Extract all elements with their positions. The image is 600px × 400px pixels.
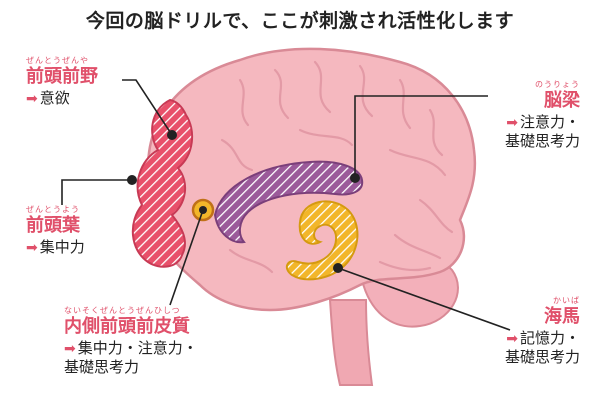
medial-function-1: 集中力・注意力・ <box>77 338 198 357</box>
frontal-name: 前頭葉 <box>26 215 80 236</box>
corpus-function-2: 基礎思考力 <box>504 132 580 150</box>
label-hippocampus: かいば 海馬 ➡記憶力・ 基礎思考力 <box>505 296 580 367</box>
medial-function-2: 基礎思考力 <box>64 358 140 376</box>
brain-stem <box>328 299 374 386</box>
label-medial: ないそくぜんとうぜんひしつ 内側前頭前皮質 ➡集中力・注意力・ 基礎思考力 <box>64 306 198 377</box>
arrow-icon: ➡ <box>506 330 518 347</box>
hippocampus-name: 海馬 <box>544 306 580 327</box>
corpus-callosum-region <box>213 160 364 244</box>
frontal-ruby: ぜんとうよう <box>26 205 80 214</box>
label-prefrontal: ぜんとうぜんや 前頭前野 ➡意欲 <box>26 56 98 108</box>
arrow-icon: ➡ <box>26 90 38 107</box>
corpus-ruby: のうりょう <box>535 80 580 89</box>
prefrontal-name: 前頭前野 <box>26 66 98 87</box>
prefrontal-function: 意欲 <box>39 88 70 107</box>
corpus-name: 脳梁 <box>544 90 580 111</box>
hippocampus-function-2: 基礎思考力 <box>504 348 580 366</box>
arrow-icon: ➡ <box>26 239 38 256</box>
prefrontal-ruby: ぜんとうぜんや <box>26 56 89 65</box>
medial-ruby: ないそくぜんとうぜんひしつ <box>64 306 181 315</box>
leader-lines <box>61 79 511 331</box>
arrow-icon: ➡ <box>64 340 76 357</box>
hippocampus-ruby: かいば <box>553 296 580 305</box>
brain-folds <box>220 60 454 274</box>
hippocampus-function-1: 記憶力・ <box>519 328 580 347</box>
corpus-function-1: 注意力・ <box>519 112 580 131</box>
leader-dots <box>127 130 360 273</box>
hippocampus-region <box>285 200 359 281</box>
arrow-icon: ➡ <box>506 114 518 131</box>
medial-name: 内側前頭前皮質 <box>64 316 190 337</box>
frontal-region <box>131 98 194 268</box>
label-frontal: ぜんとうよう 前頭葉 ➡集中力 <box>26 205 85 257</box>
label-corpus: のうりょう 脳梁 ➡注意力・ 基礎思考力 <box>505 80 580 151</box>
frontal-function: 集中力 <box>39 237 85 256</box>
page-title: 今回の脳ドリルで、ここが刺激され活性化します <box>85 10 515 32</box>
